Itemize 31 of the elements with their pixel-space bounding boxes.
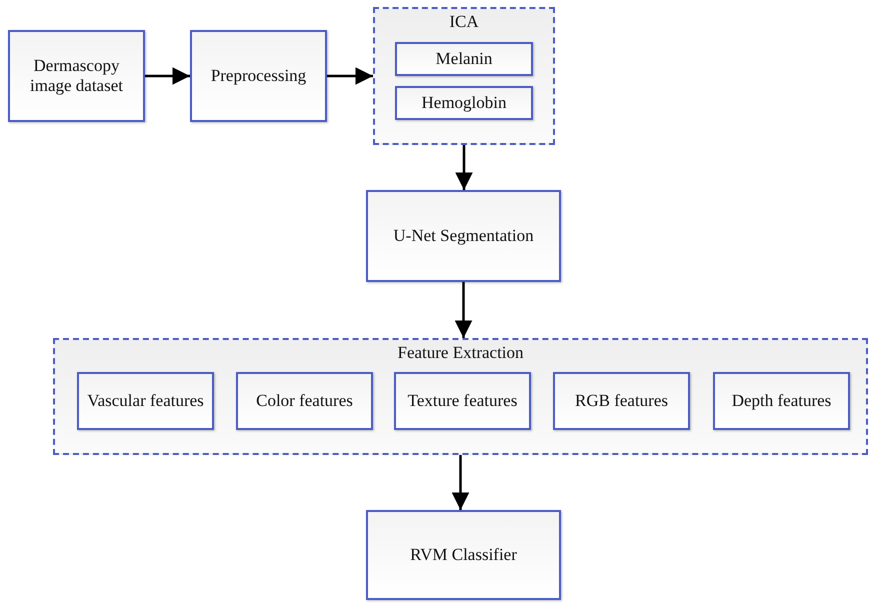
arrow: [455, 145, 473, 190]
box-label: Melanin: [434, 49, 494, 69]
box-label: RGB features: [574, 391, 669, 411]
process-box: [366, 510, 561, 600]
process-box: [395, 86, 533, 120]
box-label: Depth features: [730, 391, 832, 411]
box-label: Texture features: [406, 391, 518, 411]
box-label: U-Net Segmentation: [392, 226, 535, 246]
process-box: [553, 372, 690, 430]
process-box: [395, 42, 533, 76]
process-box: [236, 372, 373, 430]
box-label: RVM Classifier: [409, 545, 518, 565]
box-label: Hemoglobin: [420, 93, 508, 113]
arrow: [454, 282, 472, 338]
process-box: [77, 372, 214, 430]
arrow: [145, 67, 190, 85]
group-title: Feature Extraction: [396, 343, 525, 363]
group-box: [373, 7, 555, 145]
process-box: [8, 30, 145, 122]
process-box: [366, 190, 561, 282]
box-label: Vascular features: [86, 391, 205, 411]
process-box: [713, 372, 850, 430]
box-label: Dermascopy image dataset: [29, 56, 124, 96]
process-box: [394, 372, 531, 430]
group-box: [53, 338, 868, 455]
arrow: [452, 455, 470, 510]
box-label: Preprocessing: [210, 66, 308, 86]
arrow: [327, 67, 373, 85]
box-label: Color features: [255, 391, 354, 411]
group-title: ICA: [448, 12, 480, 32]
process-box: [190, 30, 327, 122]
